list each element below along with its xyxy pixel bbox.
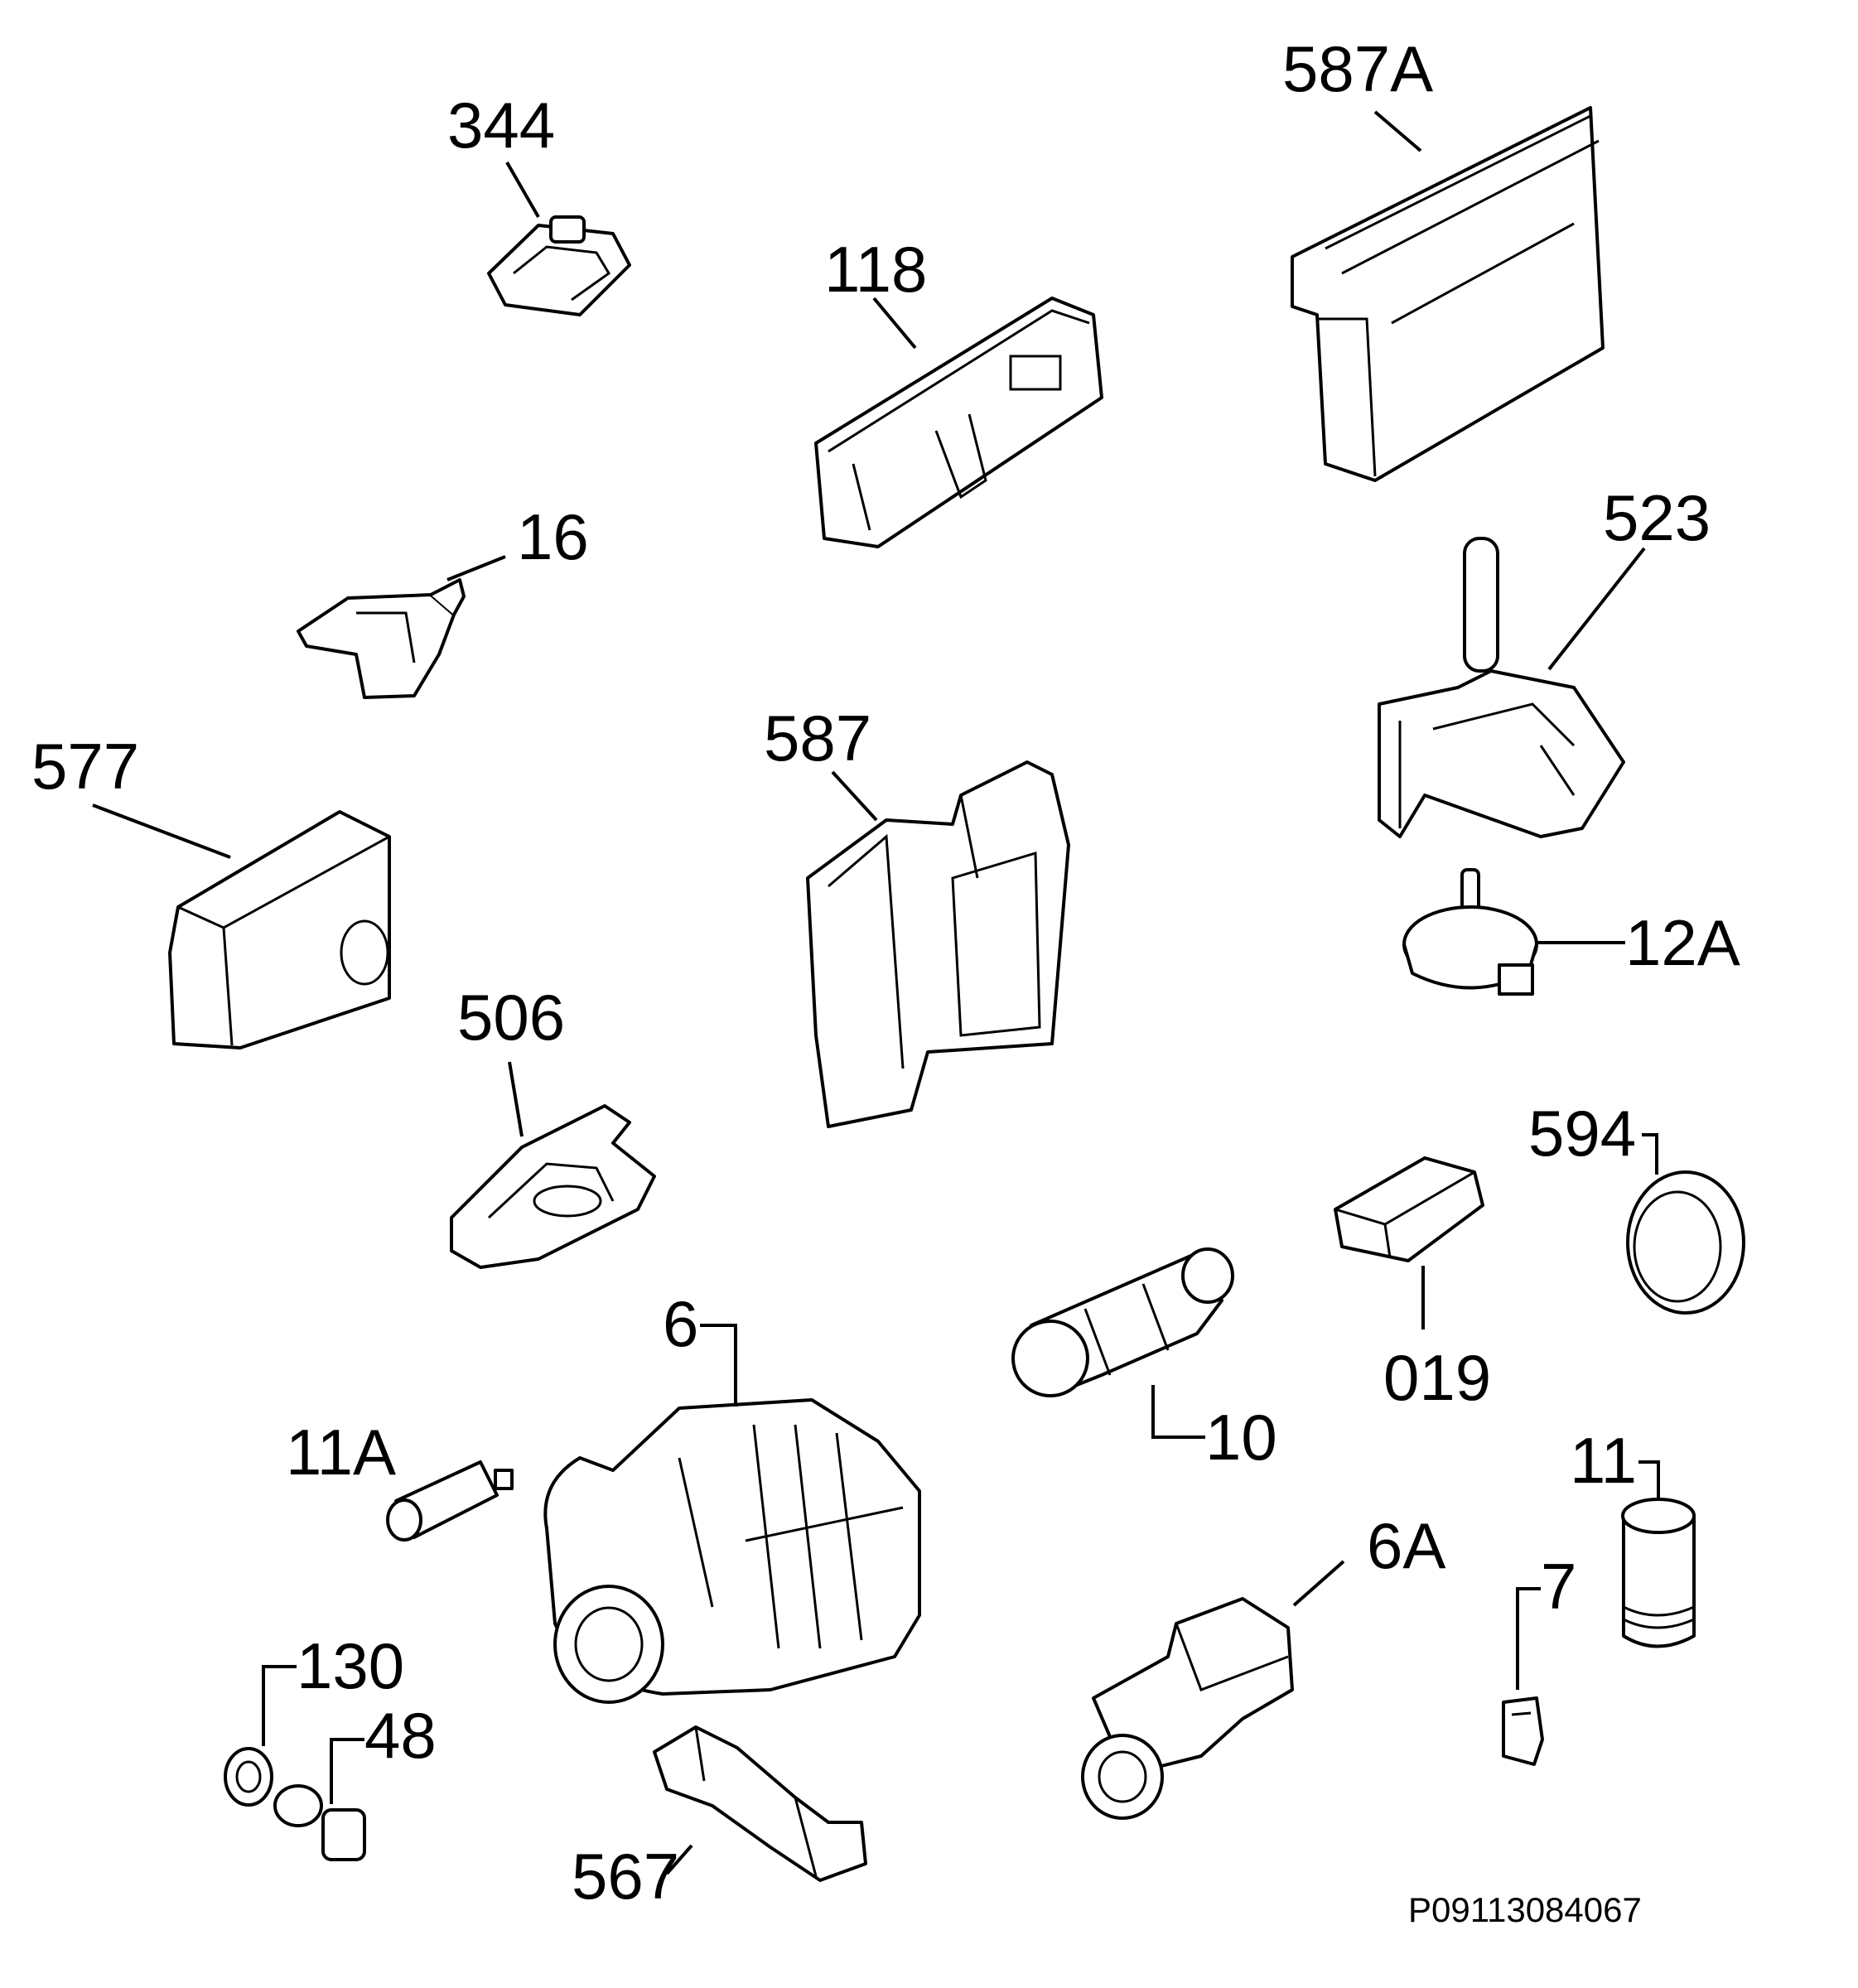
part-523-sensor-assembly[interactable]: [1378, 537, 1625, 838]
part-344-switch[interactable]: [487, 215, 631, 316]
part-12A-pressure-switch[interactable]: [1402, 868, 1538, 996]
diagram-reference-number: P09113084067: [1408, 1890, 1642, 1929]
part-587-board-frame[interactable]: [806, 760, 1070, 1128]
label-10: 10: [1205, 1401, 1277, 1474]
leader-6A: [1292, 1560, 1345, 1607]
part-506-bracket[interactable]: [450, 1104, 656, 1269]
leader-587A: [1373, 110, 1422, 152]
leader-523: [1547, 547, 1646, 671]
part-48-plug[interactable]: [273, 1784, 366, 1861]
part-567-bracket[interactable]: [653, 1725, 867, 1882]
part-594-ring[interactable]: [1626, 1170, 1745, 1315]
label-12A: 12A: [1625, 906, 1740, 979]
label-7: 7: [1541, 1550, 1576, 1623]
part-587A-control-module[interactable]: [1291, 106, 1605, 482]
leader-594: [1642, 1133, 1658, 1175]
label-11A: 11A: [286, 1416, 396, 1489]
leader-11: [1638, 1460, 1660, 1501]
part-577-housing[interactable]: [168, 810, 391, 1049]
part-6-circulation-pump[interactable]: [543, 1398, 921, 1704]
leader-6: [700, 1324, 737, 1407]
label-587: 587: [764, 702, 871, 774]
label-6: 6: [663, 1287, 698, 1360]
label-16: 16: [517, 500, 589, 573]
part-019-sensor[interactable]: [1334, 1156, 1484, 1262]
part-118-electronic-board[interactable]: [814, 297, 1103, 548]
part-16-door-switch[interactable]: [297, 578, 466, 699]
part-6A-drain-pump[interactable]: [1081, 1597, 1294, 1820]
leader-587: [831, 770, 878, 822]
leader-577: [92, 803, 231, 859]
part-11-capacitor[interactable]: [1621, 1498, 1696, 1648]
part-11A-capacitor[interactable]: [386, 1460, 514, 1542]
label-019: 019: [1383, 1341, 1491, 1414]
label-6A: 6A: [1367, 1509, 1445, 1582]
leader-506: [508, 1061, 524, 1137]
part-10-heater[interactable]: [1011, 1247, 1234, 1397]
label-587A: 587A: [1282, 32, 1433, 105]
leader-10: [1151, 1385, 1205, 1439]
label-523: 523: [1603, 481, 1711, 554]
label-118: 118: [824, 233, 927, 306]
label-11: 11: [1570, 1424, 1637, 1497]
label-577: 577: [31, 730, 139, 803]
label-48: 48: [364, 1699, 437, 1772]
leader-7: [1516, 1587, 1541, 1690]
label-594: 594: [1528, 1097, 1636, 1170]
label-567: 567: [572, 1840, 679, 1913]
label-344: 344: [447, 89, 555, 162]
leader-118: [872, 297, 917, 350]
leader-567: [665, 1844, 693, 1875]
leader-16: [446, 555, 506, 581]
leader-344: [505, 162, 540, 218]
leader-130: [262, 1665, 297, 1746]
part-7-clip[interactable]: [1502, 1696, 1544, 1766]
label-130: 130: [297, 1629, 404, 1702]
leader-48: [330, 1738, 364, 1804]
label-506: 506: [457, 981, 565, 1054]
part-130-seal[interactable]: [224, 1747, 273, 1807]
